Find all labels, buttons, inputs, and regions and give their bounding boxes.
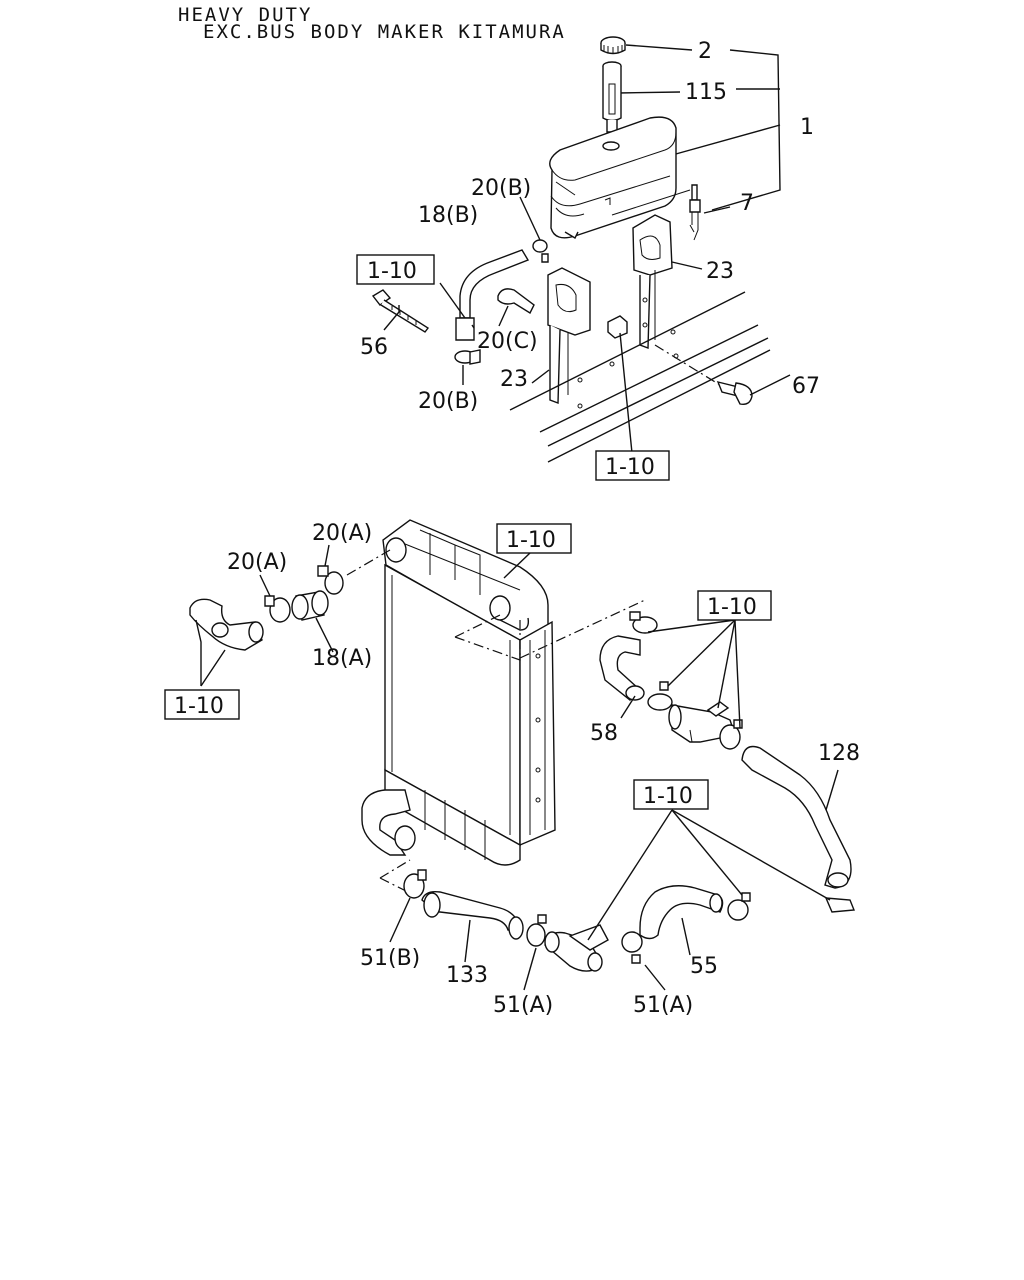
ref-box-radiator[interactable]: 1-10 bbox=[496, 523, 572, 554]
clamp-mid-right-icon bbox=[647, 681, 673, 711]
radiator-upper-inlet-icon bbox=[385, 537, 530, 631]
clamp-lower-right-icon bbox=[719, 719, 743, 750]
callout-55: 55 bbox=[690, 954, 718, 979]
lower-hose-parts bbox=[389, 809, 831, 991]
bolt-icon bbox=[716, 380, 753, 406]
callout-20a-left: 20(A) bbox=[227, 550, 287, 575]
hose-clamp-20b-lower-icon bbox=[454, 349, 481, 365]
callout-18a: 18(A) bbox=[312, 646, 372, 671]
diagram-title-line-1: HEAVY DUTY bbox=[178, 4, 313, 26]
callout-115: 115 bbox=[685, 80, 727, 105]
right-hose-parts bbox=[599, 611, 855, 913]
reserve-tank-assembly bbox=[371, 36, 791, 463]
tank-cap-icon bbox=[600, 36, 626, 55]
radiator-lower-outlet-icon bbox=[361, 789, 416, 856]
water-outlet-pipe-icon bbox=[189, 598, 264, 651]
svg-text:1-10: 1-10 bbox=[643, 784, 693, 809]
overflow-hose-icon bbox=[455, 249, 530, 341]
clamp-51a-left-icon bbox=[526, 914, 547, 947]
callout-7: 7 bbox=[740, 191, 754, 216]
callout-18b: 18(B) bbox=[418, 203, 478, 228]
clamp-upper-right-icon bbox=[629, 611, 658, 634]
svg-text:1-10: 1-10 bbox=[367, 259, 417, 284]
callout-20c: 20(C) bbox=[477, 329, 538, 354]
callout-labels: 2 115 1 7 23 67 20(B) 18(B) 56 20(C) 23 … bbox=[227, 39, 860, 1018]
reference-boxes: 1-10 1-10 1-10 1-10 1-10 1-10 bbox=[164, 254, 772, 810]
upper-hose-parts bbox=[189, 544, 344, 687]
clamp-51b-icon bbox=[403, 869, 427, 899]
level-gauge-tube-icon bbox=[602, 61, 622, 133]
svg-text:1-10: 1-10 bbox=[605, 455, 655, 480]
hose-clamp-20c-icon bbox=[497, 288, 535, 315]
callout-20a-right: 20(A) bbox=[312, 521, 372, 546]
ref-box-right-lower[interactable]: 1-10 bbox=[633, 779, 709, 810]
callout-51a-right: 51(A) bbox=[633, 993, 693, 1018]
ref-box-top-mid[interactable]: 1-10 bbox=[595, 450, 670, 481]
callout-2: 2 bbox=[698, 39, 712, 64]
callout-23-left: 23 bbox=[500, 367, 528, 392]
tee-pipe-icon bbox=[668, 701, 736, 743]
clamp-51a-right-icon bbox=[621, 931, 643, 964]
callout-128: 128 bbox=[818, 741, 860, 766]
elbow-pipe-icon bbox=[544, 924, 609, 972]
cable-tie-icon bbox=[371, 289, 430, 333]
tank-bracket-left-icon bbox=[547, 267, 591, 409]
callout-20b-upper: 20(B) bbox=[471, 176, 531, 201]
svg-text:1-10: 1-10 bbox=[707, 595, 757, 620]
reserve-tank-icon bbox=[549, 116, 691, 239]
radiator-assembly bbox=[346, 519, 646, 894]
ref-box-top-left[interactable]: 1-10 bbox=[356, 254, 435, 285]
svg-text:1-10: 1-10 bbox=[174, 694, 224, 719]
hose-55-icon bbox=[639, 885, 724, 940]
hose-128-icon bbox=[741, 745, 852, 889]
clamp-128-icon bbox=[824, 897, 855, 913]
clamp-55-icon bbox=[727, 892, 751, 921]
clip-icon bbox=[607, 315, 628, 339]
callout-20b-lower: 20(B) bbox=[418, 389, 478, 414]
callout-51b: 51(B) bbox=[360, 946, 420, 971]
hose-133-icon bbox=[421, 890, 524, 940]
hose-clamp-20b-upper-icon bbox=[532, 239, 549, 263]
diagram-title-line-2: EXC.BUS BODY MAKER KITAMURA bbox=[203, 21, 566, 43]
callout-51a-left: 51(A) bbox=[493, 993, 553, 1018]
hose-clamp-20a-right-icon bbox=[317, 565, 344, 595]
hose-clamp-20a-left-icon bbox=[264, 595, 291, 623]
hose-58-icon bbox=[599, 635, 645, 701]
callout-67: 67 bbox=[792, 374, 820, 399]
level-sensor-icon bbox=[689, 184, 701, 241]
callout-1: 1 bbox=[800, 115, 814, 140]
callout-56: 56 bbox=[360, 335, 388, 360]
hose-18a-icon bbox=[291, 590, 329, 621]
svg-text:1-10: 1-10 bbox=[506, 528, 556, 553]
callout-133: 133 bbox=[446, 963, 488, 988]
callout-58: 58 bbox=[590, 721, 618, 746]
ref-box-left[interactable]: 1-10 bbox=[164, 689, 240, 720]
ref-box-right-upper[interactable]: 1-10 bbox=[697, 590, 772, 621]
callout-23-right: 23 bbox=[706, 259, 734, 284]
tank-bracket-right-icon bbox=[632, 214, 673, 349]
